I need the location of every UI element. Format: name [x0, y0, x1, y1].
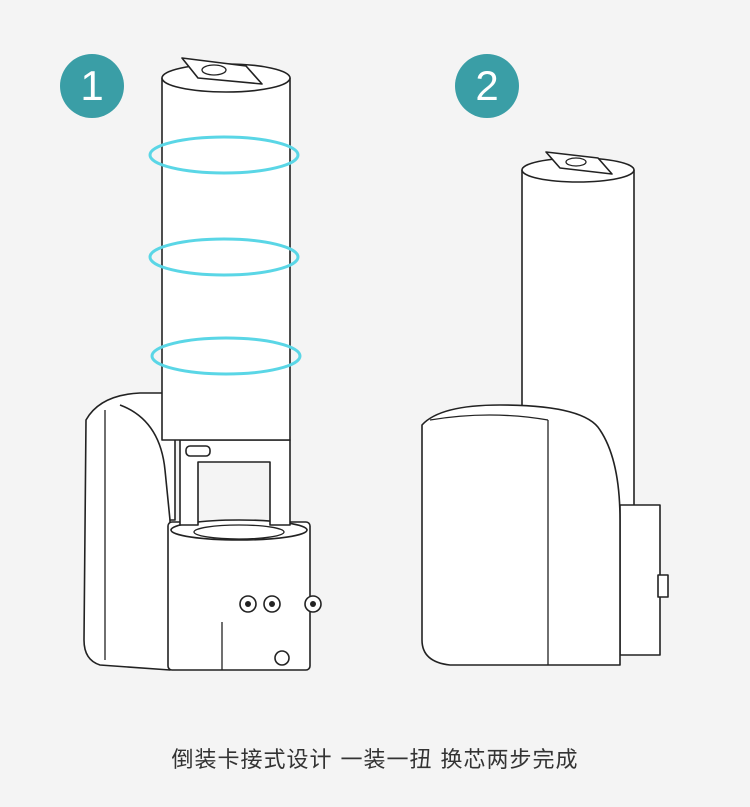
rotation-ring: [148, 135, 300, 175]
device-step-2: [421, 151, 669, 666]
rotation-rings: [148, 135, 302, 376]
rotation-ring: [148, 237, 300, 277]
step-2-badge: 2: [455, 54, 519, 118]
rotation-ring: [150, 336, 302, 376]
step-1-badge: 1: [60, 54, 124, 118]
device-step-1: [83, 57, 322, 671]
caption: 倒装卡接式设计 一装一扭 换芯两步完成: [171, 748, 579, 773]
